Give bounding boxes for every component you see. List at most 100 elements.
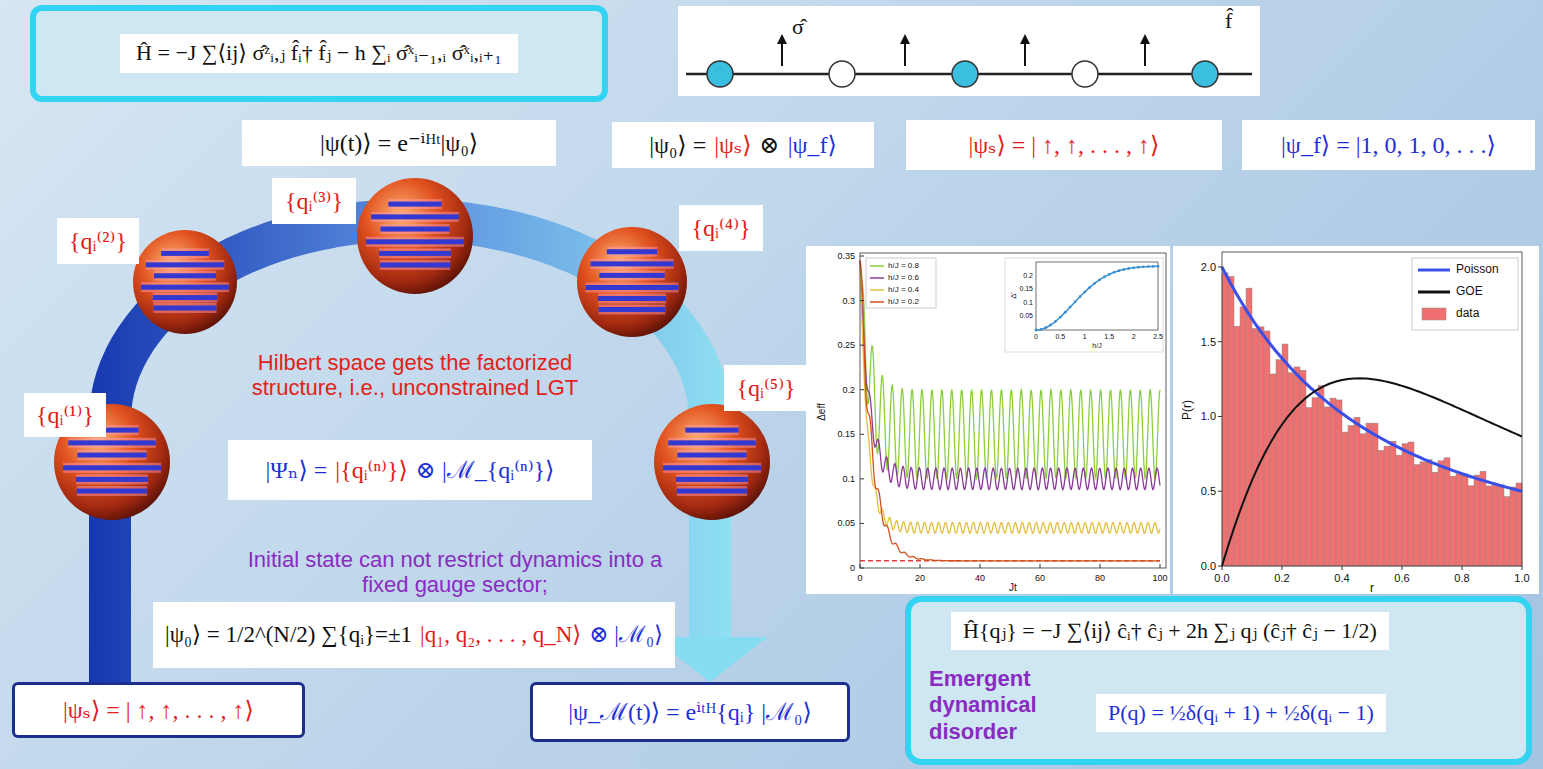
formula-box: |Ψₙ⟩ =|{qᵢ⁽ⁿ⁾}⟩⊗ |ℳ_{qᵢ⁽ⁿ⁾}⟩ bbox=[228, 440, 592, 500]
tick-mark bbox=[860, 478, 864, 479]
energy-level bbox=[668, 440, 756, 445]
level-glow bbox=[141, 282, 229, 292]
node-text: P(q) = ½δ(qᵢ + 1) + ½δ(qᵢ − 1) bbox=[1096, 694, 1386, 732]
axis-label: 80 bbox=[1095, 573, 1105, 583]
axis-label: 0.1 bbox=[1023, 299, 1033, 307]
histogram-bar bbox=[1366, 423, 1372, 566]
legend-sample bbox=[870, 302, 884, 303]
tick-mark bbox=[1342, 566, 1343, 570]
tick-mark bbox=[860, 300, 864, 301]
axis-label: 0.0 bbox=[1214, 572, 1229, 585]
spin-arrow bbox=[1024, 42, 1026, 66]
histogram-bar bbox=[1354, 417, 1360, 566]
inset-dot bbox=[1137, 266, 1140, 269]
axis-label: Δ̄ bbox=[1009, 293, 1018, 298]
chart-panel bbox=[1173, 246, 1539, 594]
inset-dot bbox=[1113, 271, 1116, 274]
histogram-bar bbox=[1498, 485, 1504, 566]
axis-label: 1.0 bbox=[1201, 410, 1216, 423]
histogram-bar bbox=[1258, 327, 1264, 566]
energy-level bbox=[76, 477, 148, 482]
energy-level bbox=[153, 295, 217, 300]
histogram-bar bbox=[1504, 497, 1510, 566]
energy-level bbox=[585, 285, 678, 290]
histogram-bar bbox=[1312, 398, 1318, 566]
energy-level bbox=[153, 306, 216, 311]
level-glow bbox=[599, 305, 666, 315]
formula-text: |ψ_f⟩ = |1, 0, 1, 0, . . .⟩ bbox=[1281, 131, 1496, 160]
tick-mark bbox=[860, 568, 864, 569]
legend-swatch bbox=[1422, 308, 1446, 320]
formula-text: ⊗ |ℳ₀⟩ bbox=[589, 621, 663, 649]
histogram-bar bbox=[1234, 326, 1240, 566]
energy-level bbox=[146, 262, 225, 267]
disorder-box: Ĥ{qⱼ} = −J ∑⟨ij⟩ ĉᵢ† ĉⱼ + 2h ∑ⱼ qⱼ (ĉⱼ† … bbox=[905, 596, 1532, 765]
fermion-site-filled bbox=[952, 61, 978, 87]
tick-mark bbox=[1222, 566, 1223, 570]
axis-label: 0.2 bbox=[842, 385, 855, 395]
energy-level bbox=[380, 263, 450, 268]
legend-line bbox=[870, 265, 884, 267]
legend-text: Poisson bbox=[1456, 263, 1499, 277]
energy-level bbox=[63, 465, 161, 470]
level-glow bbox=[77, 486, 147, 496]
legend-sample bbox=[870, 290, 884, 291]
energy-sphere bbox=[654, 404, 770, 520]
histogram-bar bbox=[1228, 276, 1234, 566]
legend-line bbox=[1418, 291, 1450, 294]
energy-sphere bbox=[133, 230, 237, 334]
level-glow bbox=[663, 463, 761, 473]
legend-sample bbox=[870, 278, 884, 279]
sector-label: {qᵢ⁽¹⁾} bbox=[24, 393, 106, 437]
tick-mark bbox=[860, 256, 864, 257]
inset-dot bbox=[1074, 300, 1077, 303]
energy-level bbox=[663, 465, 761, 470]
axis-label: r bbox=[1370, 582, 1374, 596]
tick-mark bbox=[860, 564, 861, 568]
tick-mark bbox=[860, 345, 864, 346]
formula-text: |q₁, q₂, . . . , q_N⟩ bbox=[420, 621, 581, 649]
histogram-bar bbox=[1378, 450, 1384, 566]
axis-label: 0 bbox=[1034, 333, 1038, 341]
fermion-site-empty bbox=[1072, 61, 1098, 87]
inset-dot bbox=[1132, 266, 1135, 269]
fermion-site-filled bbox=[1192, 61, 1218, 87]
histogram-bar bbox=[1252, 328, 1258, 566]
note-text: Hilbert space gets the factorized struct… bbox=[243, 350, 588, 401]
formula-text: |ψ(t)⟩ = e⁻ⁱᴴᵗ|ψ₀⟩ bbox=[320, 129, 478, 158]
level-glow bbox=[685, 425, 738, 435]
legend-sample bbox=[1418, 270, 1450, 271]
formula-text: {qᵢ⁽⁴⁾} bbox=[691, 214, 750, 243]
axis-label: h/J bbox=[1092, 342, 1101, 350]
level-glow bbox=[153, 293, 217, 303]
histogram-bar bbox=[1294, 367, 1300, 566]
axis-label: 0.35 bbox=[837, 251, 855, 261]
axis-label: P(r) bbox=[1181, 400, 1195, 420]
tick-mark bbox=[1218, 341, 1222, 342]
axis-label: 0.0 bbox=[1201, 560, 1216, 573]
inset-dot bbox=[1147, 265, 1150, 268]
arrow-head bbox=[900, 34, 910, 44]
formula-text: |ψ_f⟩ bbox=[788, 131, 837, 160]
formula-text: |ψ_ℳ(t)⟩ = eⁱᵗᴴ{qᵢ} |ℳ₀⟩ bbox=[568, 698, 812, 727]
inset-dot bbox=[1064, 311, 1067, 314]
histogram-bar bbox=[1486, 486, 1492, 566]
formula-box: |ψ₀⟩ =|ψₛ⟩⊗|ψ_f⟩ bbox=[612, 122, 874, 168]
tick-mark bbox=[1218, 416, 1222, 417]
tick-mark bbox=[1218, 266, 1222, 267]
level-glow bbox=[379, 248, 451, 258]
histogram-bar bbox=[1420, 462, 1426, 566]
lattice-panel: σ̂f̂ bbox=[678, 6, 1260, 96]
level-glow bbox=[607, 247, 658, 257]
legend-text: h/J = 0.6 bbox=[888, 273, 919, 282]
legend-box bbox=[1412, 258, 1518, 330]
energy-level bbox=[154, 273, 216, 278]
energy-level bbox=[685, 428, 738, 433]
axis-label: 0.2 bbox=[1023, 272, 1033, 280]
energy-level bbox=[677, 453, 746, 458]
axis-label: 0.05 bbox=[1019, 312, 1033, 320]
note-text: Initial state can not restrict dynamics … bbox=[230, 547, 680, 598]
formula-text: {qᵢ⁽⁵⁾} bbox=[736, 374, 795, 403]
fermion-site-empty bbox=[829, 61, 855, 87]
inset-dot bbox=[1103, 275, 1106, 278]
